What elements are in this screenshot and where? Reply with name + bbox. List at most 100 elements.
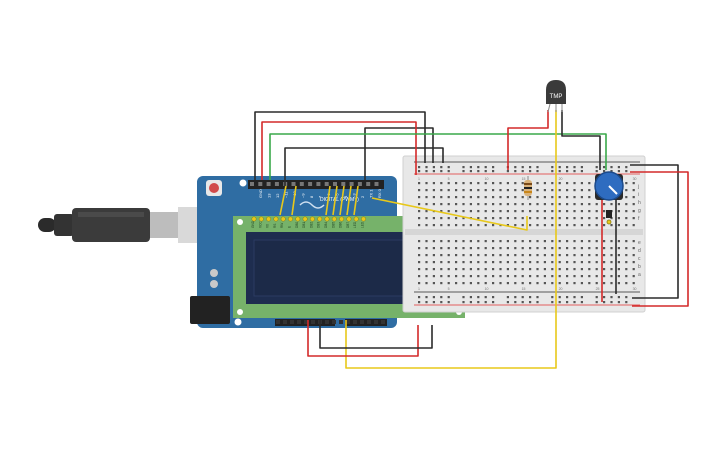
- arduino-header-pin[interactable]: [349, 182, 354, 186]
- rail-hole[interactable]: [440, 296, 443, 299]
- terminal-hole[interactable]: [617, 254, 620, 257]
- terminal-hole[interactable]: [499, 240, 502, 243]
- arduino-header-pin[interactable]: [341, 182, 346, 186]
- terminal-hole[interactable]: [506, 182, 509, 185]
- terminal-hole[interactable]: [588, 275, 591, 278]
- terminal-hole[interactable]: [617, 224, 620, 227]
- lcd-pin[interactable]: [273, 216, 279, 222]
- wires[interactable]: [254, 110, 689, 369]
- terminal-hole[interactable]: [595, 224, 598, 227]
- wire-green[interactable]: [269, 133, 607, 180]
- terminal-hole[interactable]: [499, 275, 502, 278]
- terminal-hole[interactable]: [617, 210, 620, 213]
- terminal-hole[interactable]: [625, 217, 628, 220]
- rail-hole[interactable]: [566, 296, 569, 299]
- wire-yellow[interactable]: [346, 185, 352, 216]
- terminal-hole[interactable]: [588, 224, 591, 227]
- terminal-hole[interactable]: [432, 182, 435, 185]
- terminal-hole[interactable]: [462, 282, 465, 285]
- terminal-hole[interactable]: [580, 282, 583, 285]
- arduino-header-pin[interactable]: [299, 182, 304, 186]
- terminal-hole[interactable]: [625, 182, 628, 185]
- lcd-pin[interactable]: [324, 216, 330, 222]
- terminal-hole[interactable]: [484, 196, 487, 199]
- terminal-hole[interactable]: [566, 224, 569, 227]
- terminal-hole[interactable]: [469, 261, 472, 264]
- rail-hole[interactable]: [447, 170, 450, 173]
- terminal-hole[interactable]: [492, 224, 495, 227]
- terminal-hole[interactable]: [425, 268, 428, 271]
- terminal-hole[interactable]: [595, 247, 598, 250]
- rail-hole[interactable]: [625, 301, 628, 304]
- lcd-pin[interactable]: [361, 216, 366, 222]
- terminal-hole[interactable]: [610, 254, 613, 257]
- terminal-hole[interactable]: [477, 224, 480, 227]
- terminal-hole[interactable]: [551, 254, 554, 257]
- rail-hole[interactable]: [514, 170, 517, 173]
- terminal-hole[interactable]: [551, 275, 554, 278]
- terminal-hole[interactable]: [506, 189, 509, 192]
- rail-hole[interactable]: [477, 301, 480, 304]
- terminal-hole[interactable]: [580, 196, 583, 199]
- terminal-hole[interactable]: [580, 261, 583, 264]
- lcd-pin[interactable]: [280, 216, 286, 222]
- terminal-hole[interactable]: [632, 268, 635, 271]
- rail-hole[interactable]: [603, 170, 606, 173]
- terminal-hole[interactable]: [506, 217, 509, 220]
- terminal-hole[interactable]: [477, 182, 480, 185]
- terminal-hole[interactable]: [632, 224, 635, 227]
- terminal-hole[interactable]: [469, 196, 472, 199]
- terminal-hole[interactable]: [477, 210, 480, 213]
- terminal-hole[interactable]: [588, 268, 591, 271]
- wire-yellow[interactable]: [353, 185, 359, 216]
- terminal-hole[interactable]: [529, 224, 532, 227]
- terminal-hole[interactable]: [462, 224, 465, 227]
- terminal-hole[interactable]: [492, 217, 495, 220]
- terminal-hole[interactable]: [558, 210, 561, 213]
- rail-hole[interactable]: [447, 301, 450, 304]
- terminal-hole[interactable]: [432, 217, 435, 220]
- terminal-hole[interactable]: [610, 275, 613, 278]
- terminal-hole[interactable]: [425, 224, 428, 227]
- wire-yellow[interactable]: [339, 185, 345, 216]
- terminal-hole[interactable]: [492, 196, 495, 199]
- terminal-hole[interactable]: [566, 268, 569, 271]
- terminal-hole[interactable]: [595, 254, 598, 257]
- terminal-hole[interactable]: [580, 182, 583, 185]
- terminal-hole[interactable]: [543, 275, 546, 278]
- terminal-hole[interactable]: [551, 189, 554, 192]
- terminal-hole[interactable]: [425, 240, 428, 243]
- terminal-hole[interactable]: [484, 217, 487, 220]
- terminal-hole[interactable]: [610, 203, 613, 206]
- terminal-hole[interactable]: [506, 254, 509, 257]
- terminal-hole[interactable]: [418, 182, 421, 185]
- terminal-hole[interactable]: [477, 254, 480, 257]
- terminal-hole[interactable]: [418, 268, 421, 271]
- rail-hole[interactable]: [573, 296, 576, 299]
- terminal-hole[interactable]: [610, 217, 613, 220]
- terminal-hole[interactable]: [529, 268, 532, 271]
- terminal-hole[interactable]: [588, 196, 591, 199]
- terminal-hole[interactable]: [580, 247, 583, 250]
- terminal-hole[interactable]: [521, 210, 524, 213]
- terminal-hole[interactable]: [514, 210, 517, 213]
- terminal-hole[interactable]: [536, 254, 539, 257]
- rail-hole[interactable]: [477, 170, 480, 173]
- terminal-hole[interactable]: [469, 247, 472, 250]
- arduino-header-pin[interactable]: [258, 182, 263, 186]
- terminal-hole[interactable]: [603, 224, 606, 227]
- breadboard-holes[interactable]: [418, 166, 635, 304]
- terminal-hole[interactable]: [484, 240, 487, 243]
- rail-hole[interactable]: [432, 166, 435, 169]
- rail-hole[interactable]: [440, 166, 443, 169]
- terminal-hole[interactable]: [543, 196, 546, 199]
- rail-hole[interactable]: [484, 296, 487, 299]
- arduino-header-pin[interactable]: [324, 182, 329, 186]
- rail-hole[interactable]: [418, 170, 421, 173]
- terminal-hole[interactable]: [573, 217, 576, 220]
- terminal-hole[interactable]: [440, 224, 443, 227]
- analog-header[interactable]: [345, 319, 387, 326]
- lcd-pin[interactable]: [295, 216, 301, 222]
- terminal-hole[interactable]: [432, 247, 435, 250]
